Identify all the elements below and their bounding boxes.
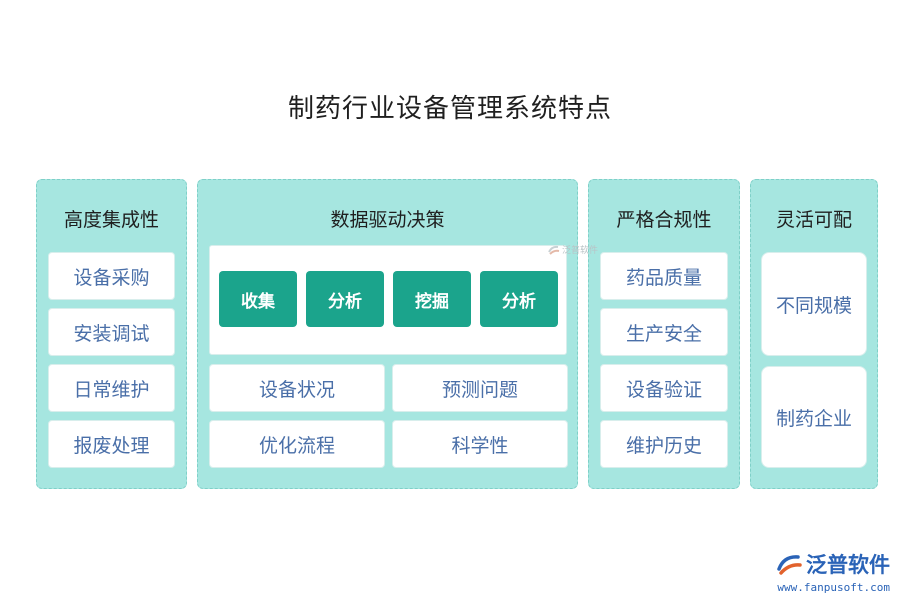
page-title: 制药行业设备管理系统特点 [287,94,612,124]
brand-logo: 泛普软件 www.fanpusoft.com [776,549,890,594]
panel-flexible: 灵活可配 不同规模 制药企业 [750,179,878,489]
logo-url: www.fanpusoft.com [777,581,890,594]
panel-title: 数据驱动决策 [330,209,445,231]
panel-data-driven: 数据驱动决策 收集 分析 挖掘 分析 设备状况 预测问题 优化流程 科学性 [197,179,578,489]
watermark: 泛普软件 [548,243,598,256]
feature-card: 设备采购 [48,252,175,300]
feature-card: 设备状况 [209,364,385,412]
step-collect: 收集 [219,271,297,327]
logo-icon [777,555,802,575]
feature-card: 维护历史 [600,420,728,468]
feature-card: 设备验证 [600,364,728,412]
feature-card: 优化流程 [209,420,385,468]
step-mine: 挖掘 [393,271,471,327]
feature-card: 制药企业 [761,366,867,468]
panel-integration: 高度集成性 设备采购 安装调试 日常维护 报废处理 [36,179,187,489]
logo-icon [548,245,560,255]
feature-card: 预测问题 [392,364,568,412]
feature-card: 科学性 [392,420,568,468]
feature-card: 报废处理 [48,420,175,468]
panel-title: 严格合规性 [616,209,712,231]
panel-title: 高度集成性 [63,209,159,231]
logo-name: 泛普软件 [806,553,890,577]
panel-compliance: 严格合规性 药品质量 生产安全 设备验证 维护历史 [588,179,740,489]
step-analyze-2: 分析 [480,271,558,327]
panel-title: 灵活可配 [775,209,852,231]
feature-card: 不同规模 [761,252,867,356]
feature-card: 安装调试 [48,308,175,356]
feature-card: 药品质量 [600,252,728,300]
feature-card: 生产安全 [600,308,728,356]
feature-card: 日常维护 [48,364,175,412]
watermark-text: 泛普软件 [562,246,599,256]
step-analyze: 分析 [306,271,384,327]
